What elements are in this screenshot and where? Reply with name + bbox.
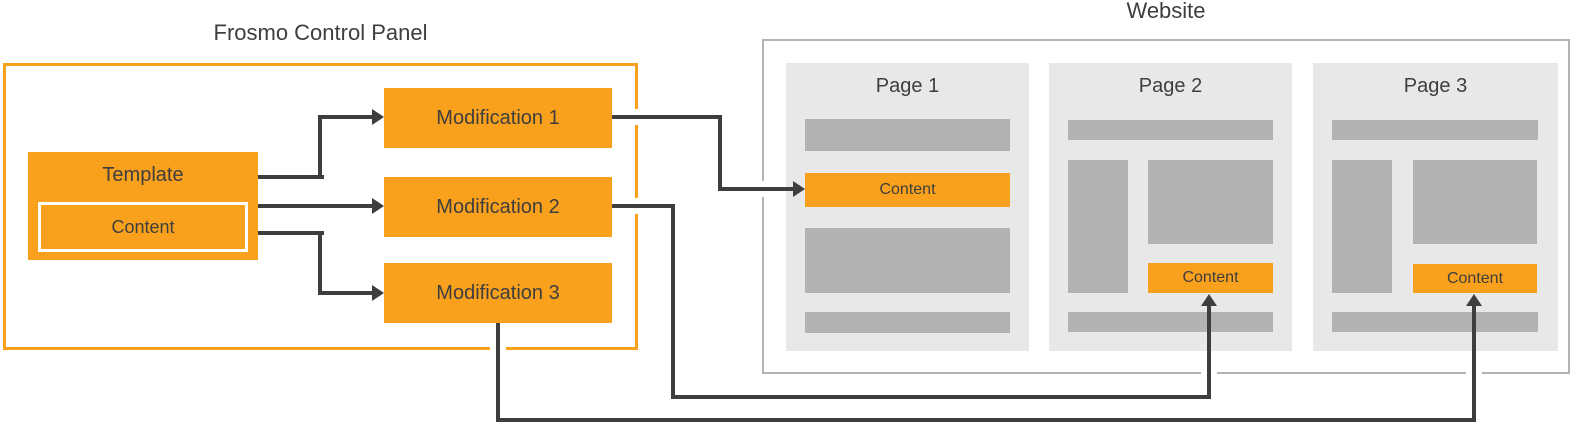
template-content-label: Content: [111, 217, 175, 237]
page-2-content-label: Content: [1182, 269, 1239, 286]
control-panel-title: Frosmo Control Panel: [213, 20, 428, 45]
page-1-title: Page 1: [875, 75, 940, 97]
arrowhead-right-icon: [372, 285, 384, 301]
page-1-content-bar: Content: [805, 173, 1010, 207]
line-segment: [1207, 304, 1211, 399]
line-segment: [258, 231, 324, 235]
line-segment: [496, 418, 1476, 422]
page-3-main-block: [1413, 160, 1537, 244]
arrowhead-up-icon: [1201, 294, 1217, 306]
page-1-header-bar: [805, 119, 1010, 151]
page-2-title: Page 2: [1138, 75, 1203, 97]
line-segment: [718, 187, 794, 191]
page-2-sidebar-block: [1068, 160, 1128, 293]
arrowhead-up-icon: [1466, 294, 1482, 306]
arrowhead-right-icon: [793, 181, 805, 197]
line-segment: [318, 115, 372, 119]
line-segment: [318, 231, 322, 295]
page-3-content-label: Content: [1446, 270, 1504, 287]
template-label: Template: [102, 164, 184, 186]
page-2-content-bar: Content: [1148, 263, 1273, 293]
template-box: Template Content: [28, 152, 258, 260]
modification-1-label: Modification 1: [436, 107, 560, 129]
line-segment: [496, 323, 500, 422]
line-segment: [718, 115, 722, 191]
modification-2-box: Modification 2: [384, 177, 612, 237]
page-2-main-block: [1148, 160, 1273, 244]
page-2-header-bar: [1068, 120, 1273, 140]
website-title: Website: [1126, 0, 1206, 23]
line-segment: [671, 204, 675, 399]
page-1-footer-bar: [805, 312, 1010, 333]
page-2-panel: Page 2 Content: [1049, 63, 1292, 351]
page-3-header-bar: [1332, 120, 1538, 140]
page-3-footer-bar: [1332, 312, 1538, 332]
page-3-title: Page 3: [1403, 75, 1468, 97]
page-1-body-block: [805, 228, 1010, 293]
line-segment: [258, 175, 324, 179]
page-3-sidebar-block: [1332, 160, 1392, 293]
modification-3-box: Modification 3: [384, 263, 612, 323]
line-segment: [612, 204, 675, 208]
line-segment: [671, 395, 1211, 399]
page-2-footer-bar: [1068, 312, 1273, 332]
line-segment: [318, 115, 322, 179]
template-content-box: Content: [38, 202, 248, 252]
modification-1-box: Modification 1: [384, 88, 612, 148]
page-1-content-label: Content: [879, 181, 936, 198]
line-segment: [1472, 304, 1476, 422]
line-segment: [258, 204, 372, 208]
arrowhead-right-icon: [372, 109, 384, 125]
page-3-content-bar: Content: [1413, 264, 1537, 293]
page-1-panel: Page 1 Content: [786, 63, 1029, 351]
arrowhead-right-icon: [372, 198, 384, 214]
line-segment: [318, 291, 372, 295]
modification-2-label: Modification 2: [436, 196, 560, 218]
line-segment: [612, 115, 722, 119]
page-3-panel: Page 3 Content: [1313, 63, 1558, 351]
modification-3-label: Modification 3: [436, 282, 560, 304]
